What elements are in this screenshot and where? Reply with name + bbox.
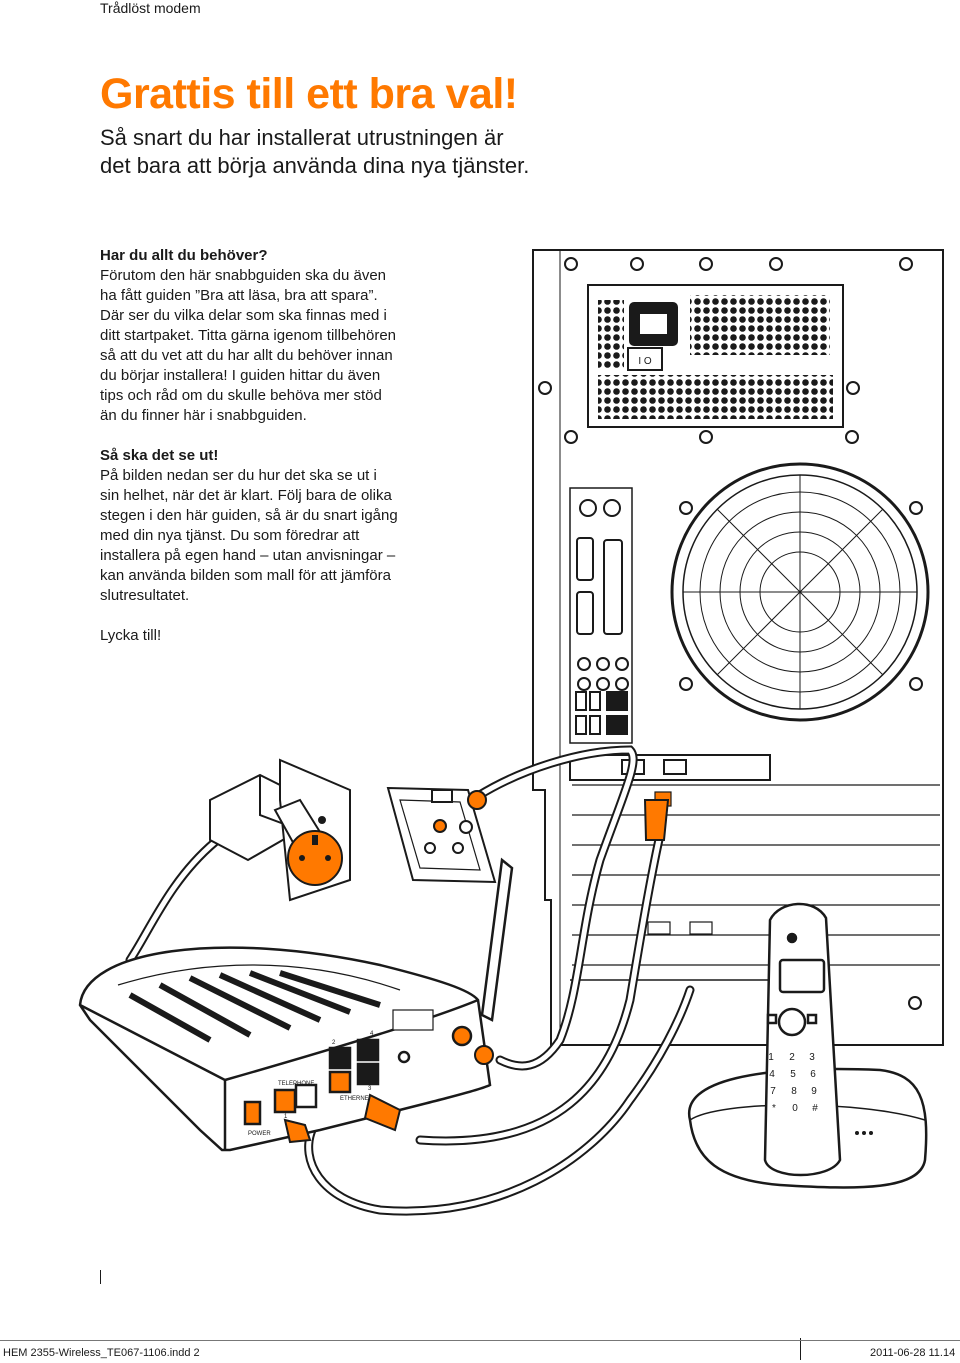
ethernet-port-label: ETHERNET <box>340 1096 373 1102</box>
phone-key: 1 <box>768 1052 774 1063</box>
power-supply-vents <box>598 295 833 419</box>
cordless-phone <box>687 902 928 1189</box>
body-line: På bilden nedan ser du hur det ska se ut… <box>100 467 377 484</box>
phone-key: 3 <box>809 1052 815 1063</box>
section-heading: Har du allt du behöver? <box>100 247 268 264</box>
body-line: så att du vet att du har allt du behöver… <box>100 347 393 364</box>
phone-key: 7 <box>770 1086 776 1097</box>
footer-timestamp: 2011-06-28 11.14 <box>870 1347 956 1359</box>
body-line: kan använda bilden som mall för att jämf… <box>100 567 391 584</box>
body-line: än du finner här i snabbguiden. <box>100 407 307 424</box>
phone-key: 4 <box>769 1069 775 1080</box>
body-line: ha fått guiden ”Bra att läsa, bra att sp… <box>100 287 378 304</box>
port-number: 2 <box>332 1040 336 1046</box>
crop-mark <box>100 1270 101 1284</box>
phone-key: 6 <box>810 1069 816 1080</box>
port-number: 3 <box>368 1086 372 1092</box>
phone-key: * <box>772 1103 776 1114</box>
body-line: stegen i den här guiden, så är du snart … <box>100 507 398 524</box>
installation-illustration: I O <box>78 249 944 1216</box>
port-number: 1 <box>284 1114 288 1120</box>
phone-key: 8 <box>791 1086 797 1097</box>
wall-socket <box>287 830 343 886</box>
footer-rule <box>0 1340 960 1341</box>
body-text: Har du allt du behöver? Förutom den här … <box>100 246 460 666</box>
page-title: Grattis till ett bra val! <box>100 70 518 118</box>
page-subtitle: Så snart du har installerat utrustningen… <box>100 124 529 180</box>
computer-tower: I O <box>532 249 944 1046</box>
footer-filename: HEM 2355-Wireless_TE067-1106.indd 2 <box>3 1347 200 1359</box>
fan-grille <box>670 462 930 722</box>
phone-key: 0 <box>792 1103 798 1114</box>
section-what-you-need: Har du allt du behöver? Förutom den här … <box>100 246 460 426</box>
ellipsis-icon <box>855 1131 873 1135</box>
phone-key: 9 <box>811 1086 817 1097</box>
phone-key: # <box>812 1103 818 1114</box>
phone-keypad: 1 2 3 4 5 6 7 8 9 * 0 # <box>768 1052 818 1114</box>
closing-text: Lycka till! <box>100 627 162 644</box>
body-line: Förutom den här snabbguiden ska du även <box>100 267 387 284</box>
section-heading: Så ska det se ut! <box>100 447 219 464</box>
wireless-modem <box>78 857 514 1152</box>
body-line: sin helhet, när det är klart. Följ bara … <box>100 487 392 504</box>
body-line: du börjar installera! I guiden hittar du… <box>100 367 381 384</box>
body-line: ditt startpaket. Titta gärna igenom till… <box>100 327 397 344</box>
body-line: Där ser du vilka delar som ska finnas me… <box>100 307 387 324</box>
telephone-port-label: TELEPHONE <box>278 1081 314 1087</box>
expansion-slots <box>572 784 940 966</box>
phone-key: 5 <box>790 1069 796 1080</box>
power-port-label: POWER <box>248 1131 271 1137</box>
phone-key: 2 <box>789 1052 795 1063</box>
subtitle-line: Så snart du har installerat utrustningen… <box>100 125 504 150</box>
body-line: med din nya tjänst. Du som föredrar att <box>100 527 360 544</box>
body-line: slutresultatet. <box>100 587 190 604</box>
subtitle-line: det bara att börja använda dina nya tjän… <box>100 153 530 178</box>
plugs <box>283 790 670 1144</box>
crop-mark <box>800 1338 801 1360</box>
running-header: Trådlöst modem <box>100 0 201 16</box>
body-line: tips och råd om du skulle behöva mer stö… <box>100 387 382 404</box>
screw-icon <box>538 257 923 1010</box>
body-line: installera på egen hand – utan anvisning… <box>100 547 396 564</box>
svg-text:I O: I O <box>638 356 652 367</box>
section-how-it-looks: Så ska det se ut! På bilden nedan ser du… <box>100 446 460 606</box>
io-panel <box>569 487 771 781</box>
antenna-wall-outlet <box>386 786 497 884</box>
port-number: 4 <box>370 1031 374 1037</box>
